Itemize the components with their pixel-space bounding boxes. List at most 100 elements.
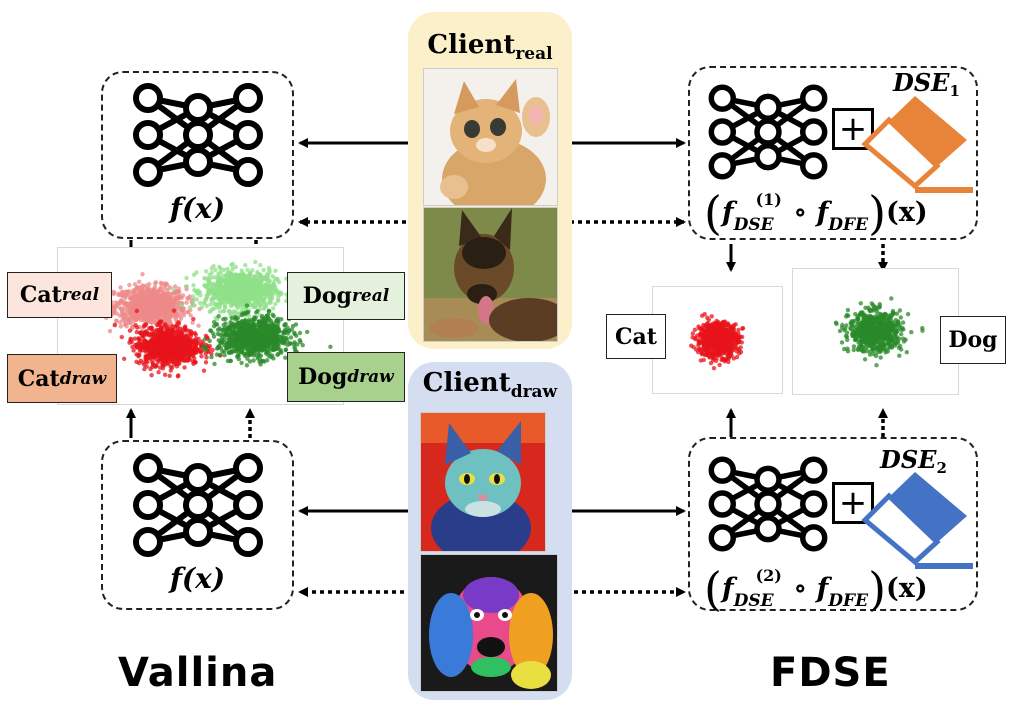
scatter-point xyxy=(233,278,238,283)
scatter-point xyxy=(241,281,246,287)
scatter-point xyxy=(160,290,166,295)
scatter-point xyxy=(248,271,253,276)
scatter-point xyxy=(290,323,296,329)
scatter-point xyxy=(228,340,233,346)
scatter-point xyxy=(837,328,843,334)
scatter-point xyxy=(158,326,164,331)
scatter-point xyxy=(251,304,256,310)
scatter-point xyxy=(151,362,156,368)
scatter-point xyxy=(134,359,139,364)
scatter-point xyxy=(305,329,310,335)
scatter-point xyxy=(113,300,118,305)
scatter-point xyxy=(715,344,720,350)
scatter-point xyxy=(705,335,710,340)
scatter-point xyxy=(263,332,269,338)
scatter-point xyxy=(279,317,284,322)
scatter-point xyxy=(243,318,248,323)
scatter-point xyxy=(272,329,278,334)
scatter-point xyxy=(209,291,214,296)
scatter-point xyxy=(227,277,232,282)
scatter-point xyxy=(267,282,272,287)
scatter-point xyxy=(203,360,209,365)
scatter-point xyxy=(705,325,710,330)
scatter-point xyxy=(892,321,898,326)
scatter-point xyxy=(184,284,189,289)
scatter-point xyxy=(273,337,278,343)
scatter-point xyxy=(228,311,234,316)
scatter-point xyxy=(839,340,845,345)
scatter-point xyxy=(256,275,262,281)
scatter-point xyxy=(871,351,876,357)
scatter-point xyxy=(210,275,215,280)
scatter-point xyxy=(255,308,260,314)
scatter-point xyxy=(874,363,879,368)
scatter-point xyxy=(203,351,208,356)
scatter-point xyxy=(270,340,275,346)
scatter-point xyxy=(149,291,155,296)
scatter-point xyxy=(241,333,246,339)
scatter-point xyxy=(251,341,256,347)
scatter-point xyxy=(191,316,196,322)
scatter-point xyxy=(242,322,248,327)
scatter-point xyxy=(737,335,742,340)
scatter-point xyxy=(271,306,276,311)
scatter-point xyxy=(122,356,127,361)
scatter-point xyxy=(136,285,141,290)
scatter-point xyxy=(140,311,146,317)
scatter-point xyxy=(153,357,159,362)
scatter-point xyxy=(244,291,249,297)
scatter-point xyxy=(166,337,172,342)
scatter-point xyxy=(891,310,896,316)
scatter-point xyxy=(711,366,717,371)
scatter-point xyxy=(248,293,254,299)
scatter-point xyxy=(224,292,230,297)
scatter-point xyxy=(189,341,194,346)
scatter-point xyxy=(227,286,232,292)
scatter-point xyxy=(160,305,166,310)
scatter-point xyxy=(251,358,256,363)
scatter-point xyxy=(229,262,234,268)
scatter-point xyxy=(233,264,238,270)
scatter-point xyxy=(140,272,145,277)
scatter-point xyxy=(111,289,116,295)
scatter-point xyxy=(123,294,128,299)
scatter-point xyxy=(206,349,211,354)
scatter-point xyxy=(698,340,703,345)
scatter-point xyxy=(221,267,227,272)
scatter-point xyxy=(249,344,254,350)
scatter-point xyxy=(235,294,241,299)
scatter-point xyxy=(909,330,914,335)
scatter-point xyxy=(170,324,175,329)
scatter-point xyxy=(727,343,732,348)
scatter-point xyxy=(874,309,880,314)
scatter-point xyxy=(251,321,256,326)
scatter-point xyxy=(171,286,176,292)
scatter-point xyxy=(134,317,139,322)
fdse-formula-top: (fDSE(1) ∘ fDFE)(x) xyxy=(704,186,928,240)
scatter-point xyxy=(133,302,138,307)
scatter-point xyxy=(263,274,268,280)
scatter-point xyxy=(149,373,154,378)
scatter-point xyxy=(170,343,176,349)
scatter-point xyxy=(118,320,123,325)
scatter-point xyxy=(223,305,228,310)
scatter-point xyxy=(168,349,173,355)
scatter-point xyxy=(275,352,280,357)
scatter-point xyxy=(845,346,850,351)
scatter-point xyxy=(707,329,712,334)
scatter-point xyxy=(889,322,894,328)
scatter-point xyxy=(176,321,181,326)
scatter-point xyxy=(199,354,204,359)
scatter-point xyxy=(721,322,726,328)
scatter-point xyxy=(164,342,169,347)
scatter-point xyxy=(706,350,711,355)
scatter-point xyxy=(237,286,243,291)
scatter-point xyxy=(266,348,271,353)
scatter-point xyxy=(252,299,257,304)
scatter-point xyxy=(899,332,904,337)
scatter-point xyxy=(122,322,127,327)
scatter-point xyxy=(236,356,242,362)
scatter-point xyxy=(118,285,123,290)
